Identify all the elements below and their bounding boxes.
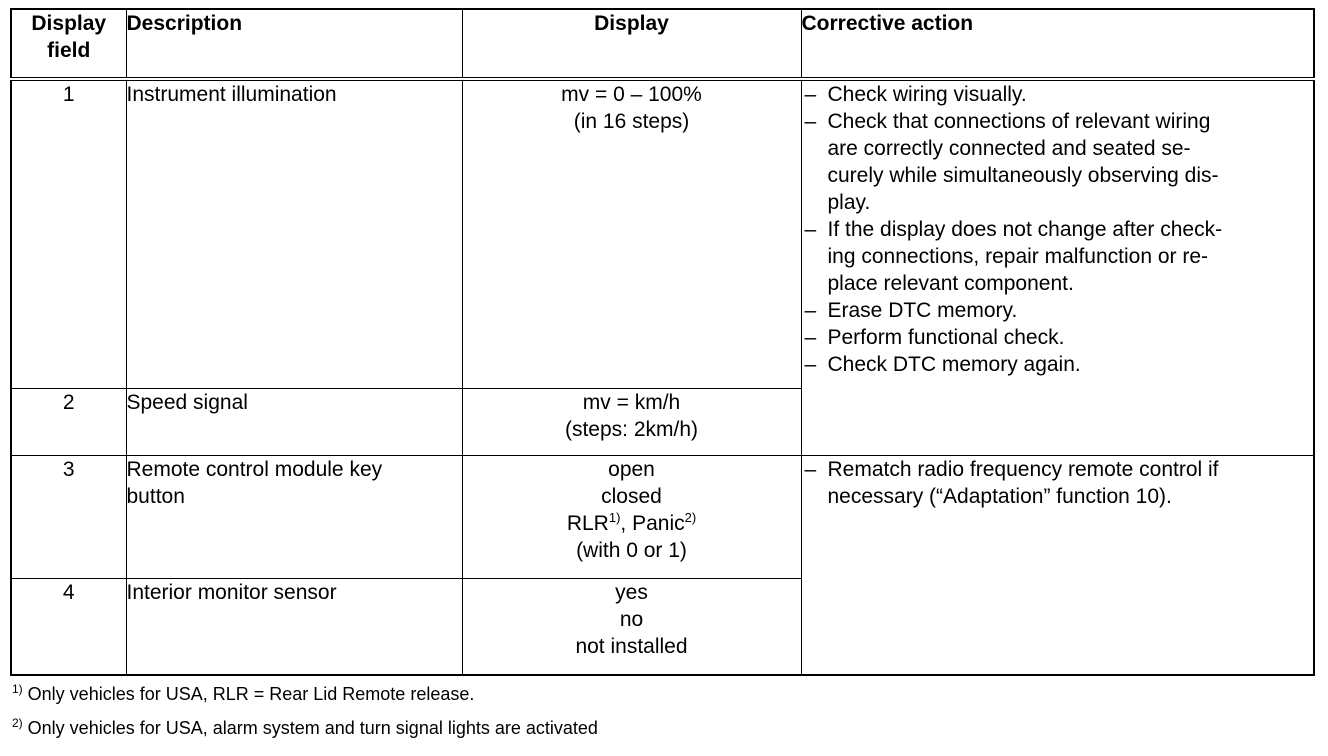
table-header-row: Display field Description Display Correc…	[10, 8, 1315, 80]
corrective-action-list: – Rematch radio frequency remote control…	[802, 456, 1314, 510]
corrective-action-list: – Check wiring visually. – Check that co…	[802, 81, 1314, 378]
action-line: Check that connections of relevant wirin…	[827, 109, 1211, 133]
table-row: 2 Speed signal mv = km/h (steps: 2km/h)	[10, 388, 1314, 456]
header-field-line1: Display	[31, 12, 107, 35]
table-row: 3 Remote control module key button open …	[10, 454, 1315, 676]
footnote-1: 1) Only vehicles for USA, RLR = Rear Lid…	[12, 682, 598, 706]
action-line: play.	[827, 190, 871, 214]
footnote-2: 2) Only vehicles for USA, alarm system a…	[12, 716, 598, 740]
dash-bullet: –	[804, 325, 817, 349]
action-line: Erase DTC memory.	[827, 298, 1018, 322]
cell-description: Speed signal	[125, 388, 463, 456]
display-line: closed	[601, 484, 662, 508]
action-line: curely while simultaneously observing di…	[827, 163, 1219, 187]
cell-description: Remote control module key button	[125, 454, 463, 579]
dash-bullet: –	[804, 217, 817, 241]
action-line: place relevant component.	[827, 271, 1074, 295]
footnote-mark: 1)	[12, 682, 23, 696]
table-row: 4 Interior monitor sensor yes no not ins…	[10, 577, 1314, 676]
cell-description: Interior monitor sensor	[125, 577, 463, 676]
display-line: mv = 0 – 100%	[561, 82, 702, 106]
display-line: open	[608, 457, 655, 481]
cell-display-field: 2	[10, 388, 127, 456]
action-line: ing connections, repair malfunction or r…	[827, 244, 1209, 268]
action-line: Check wiring visually.	[827, 82, 1027, 106]
description-line: Speed signal	[126, 391, 248, 415]
panic-text: , Panic	[620, 511, 685, 535]
display-line-rlr-panic: RLR1), Panic2)	[463, 510, 801, 537]
description-line: Interior monitor sensor	[126, 580, 337, 604]
action-item: – Check wiring visually.	[802, 81, 1314, 108]
footnote-ref-1: 1)	[608, 509, 621, 525]
display-line: (in 16 steps)	[573, 109, 690, 133]
cell-display: open closed RLR1), Panic2) (with 0 or 1)	[461, 454, 802, 579]
dash-bullet: –	[804, 109, 817, 133]
cell-display: mv = 0 – 100% (in 16 steps)	[461, 78, 802, 390]
action-item: – If the display does not change after c…	[802, 216, 1314, 297]
display-line: yes	[615, 580, 648, 604]
display-line: (with 0 or 1)	[576, 538, 687, 562]
header-field-line2: field	[47, 39, 91, 62]
footnote-ref-2: 2)	[684, 509, 697, 525]
display-line: mv = km/h	[582, 391, 681, 415]
footnotes: 1) Only vehicles for USA, RLR = Rear Lid…	[12, 682, 598, 750]
description-line: Remote control module key	[126, 457, 383, 481]
action-item: – Check that connections of relevant wir…	[802, 108, 1314, 216]
dash-bullet: –	[804, 82, 817, 106]
measured-values-table: Display field Description Display Correc…	[10, 8, 1315, 676]
action-item: – Rematch radio frequency remote control…	[802, 456, 1314, 510]
display-line: no	[619, 607, 644, 631]
display-line: not installed	[575, 634, 688, 658]
rlr-text: RLR	[566, 511, 609, 535]
description-line: button	[126, 484, 185, 508]
dash-bullet: –	[804, 298, 817, 322]
action-item: – Erase DTC memory.	[802, 297, 1314, 324]
header-display-field: Display field	[10, 8, 127, 80]
cell-display-field: 3	[10, 454, 127, 579]
header-description: Description	[125, 8, 463, 80]
header-display: Display	[461, 8, 802, 80]
action-line: Check DTC memory again.	[827, 352, 1081, 376]
display-line: (steps: 2km/h)	[564, 418, 699, 442]
cell-display-field: 4	[10, 577, 127, 676]
cell-display-field: 1	[10, 78, 127, 390]
action-line: are correctly connected and seated se-	[827, 136, 1191, 160]
action-line: If the display does not change after che…	[827, 217, 1223, 241]
action-line: necessary (“Adaptation” function 10).	[827, 484, 1172, 508]
cell-description: Instrument illumination	[125, 78, 463, 390]
dash-bullet: –	[804, 457, 817, 481]
cell-corrective-action: – Check wiring visually. – Check that co…	[800, 78, 1315, 456]
action-line: Rematch radio frequency remote control i…	[827, 457, 1219, 481]
description-line: Instrument illumination	[126, 82, 337, 106]
header-corrective-action: Corrective action	[800, 8, 1315, 80]
cell-display: yes no not installed	[461, 577, 802, 676]
cell-corrective-action: – Rematch radio frequency remote control…	[800, 454, 1315, 676]
footnote-text: Only vehicles for USA, RLR = Rear Lid Re…	[22, 684, 475, 704]
action-item: – Check DTC memory again.	[802, 351, 1314, 378]
action-line: Perform functional check.	[827, 325, 1065, 349]
footnote-text: Only vehicles for USA, alarm system and …	[22, 718, 598, 738]
dash-bullet: –	[804, 352, 817, 376]
footnote-mark: 2)	[12, 716, 23, 730]
cell-display: mv = km/h (steps: 2km/h)	[461, 388, 802, 456]
table-row: 1 Instrument illumination mv = 0 – 100% …	[10, 78, 1315, 456]
action-item: – Perform functional check.	[802, 324, 1314, 351]
